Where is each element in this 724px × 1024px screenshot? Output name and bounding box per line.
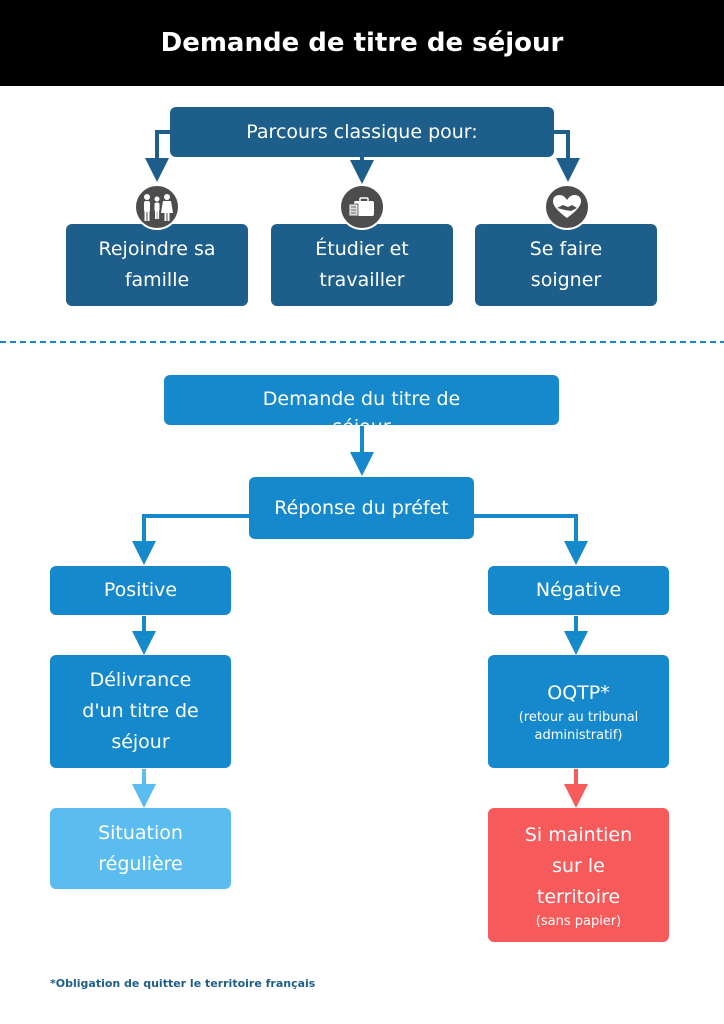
negative-label: Négative	[535, 579, 622, 601]
option-famille-line1: Rejoindre sa	[98, 238, 216, 260]
oqtp-box: OQTP* (retour au tribunal administratif)	[488, 655, 669, 768]
option-etudier-line2: travailler	[319, 269, 405, 291]
request-box: Demande du titre de séjour	[164, 375, 559, 425]
response-box: Réponse du préfet	[249, 477, 474, 539]
oqtp-sub-line1: (retour au tribunal	[518, 710, 639, 725]
oqtp-sub-line2: administratif)	[534, 728, 623, 743]
option-etudier-line1: Étudier et	[315, 238, 409, 260]
page-title: Demande de titre de séjour	[0, 0, 724, 86]
parcours-header-box: Parcours classique pour:	[170, 107, 554, 157]
family-icon	[134, 184, 180, 230]
arrow-to-soigner	[553, 130, 580, 182]
footnote: *Obligation de quitter le territoire fra…	[50, 977, 316, 990]
maintain-line2: sur le	[552, 854, 605, 877]
option-famille-line2: famille	[124, 269, 190, 291]
option-soigner: Se faire soigner	[475, 224, 657, 306]
regular-line2: régulière	[98, 852, 183, 875]
maintain-line1: Si maintien	[524, 823, 633, 846]
maintain-box: Si maintien sur le territoire (sans papi…	[488, 808, 669, 942]
delivery-box: Délivrance d'un titre de séjour	[50, 655, 231, 768]
regular-line1: Situation	[98, 821, 183, 844]
oqtp-title: OQTP*	[547, 682, 610, 704]
arrow-to-negative	[474, 514, 588, 565]
delivery-line3: séjour	[111, 731, 170, 753]
parcours-header-label: Parcours classique pour:	[246, 120, 478, 143]
negative-box: Négative	[488, 566, 669, 615]
positive-label: Positive	[103, 579, 178, 601]
delivery-line2: d'un titre de	[82, 700, 199, 722]
option-soigner-line1: Se faire	[529, 238, 603, 260]
option-famille: Rejoindre sa famille	[66, 224, 248, 306]
heart-hands-icon	[544, 184, 590, 230]
request-label: Demande du titre de séjour	[262, 388, 461, 425]
option-etudier: Étudier et travailler	[271, 224, 453, 306]
maintain-sub: (sans papier)	[535, 913, 622, 929]
response-label: Réponse du préfet	[274, 496, 449, 519]
arrow-to-positive	[132, 514, 250, 565]
arrow-to-famille	[145, 130, 170, 182]
delivery-line1: Délivrance	[89, 669, 192, 691]
regular-box: Situation régulière	[50, 808, 231, 889]
maintain-line3: territoire	[536, 885, 621, 908]
option-soigner-line2: soigner	[530, 269, 602, 291]
briefcase-icon	[339, 184, 385, 230]
positive-box: Positive	[50, 566, 231, 615]
